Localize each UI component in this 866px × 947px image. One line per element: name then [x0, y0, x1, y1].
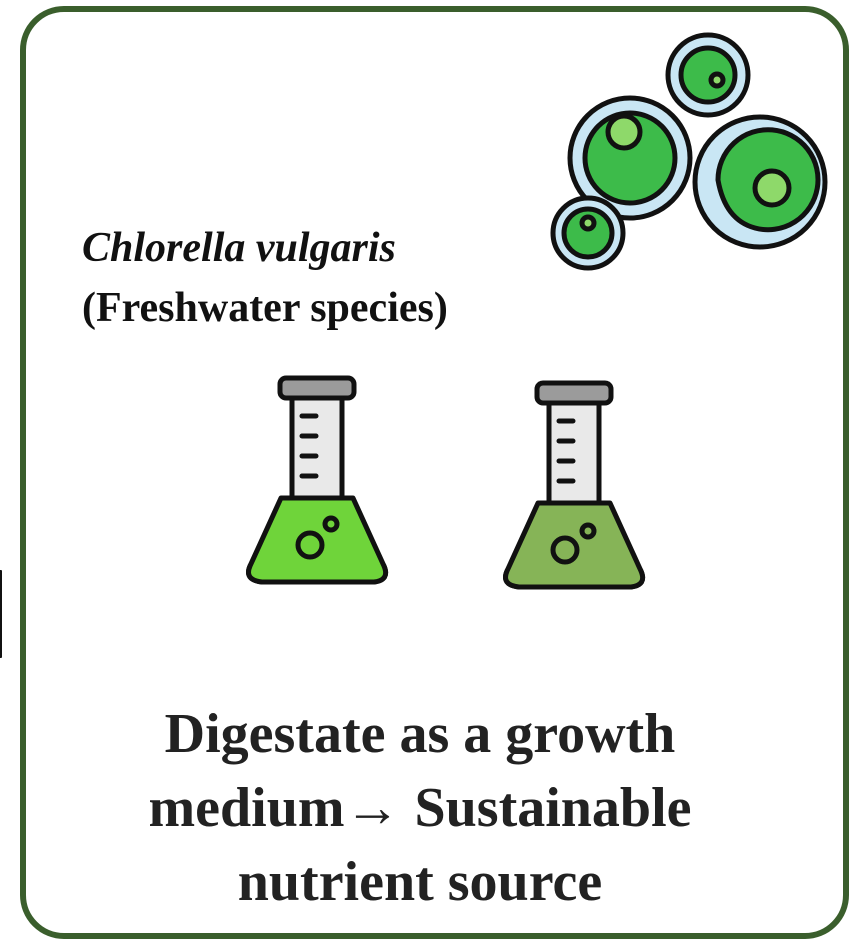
species-label: Chlorella vulgaris (Freshwater species) [82, 218, 448, 338]
caption-line-2: medium→ Sustainable [148, 777, 692, 839]
caption: Digestate as a growth medium→ Sustainabl… [60, 697, 780, 919]
caption-line-3: nutrient source [237, 851, 603, 913]
species-common-note: (Freshwater species) [82, 285, 448, 331]
flask-right-icon [503, 380, 646, 590]
species-scientific-name: Chlorella vulgaris [82, 225, 396, 271]
algae-cells-icon [550, 32, 828, 271]
side-bracket [0, 570, 2, 658]
caption-line-1: Digestate as a growth [164, 703, 676, 765]
flask-left-icon [246, 375, 389, 585]
